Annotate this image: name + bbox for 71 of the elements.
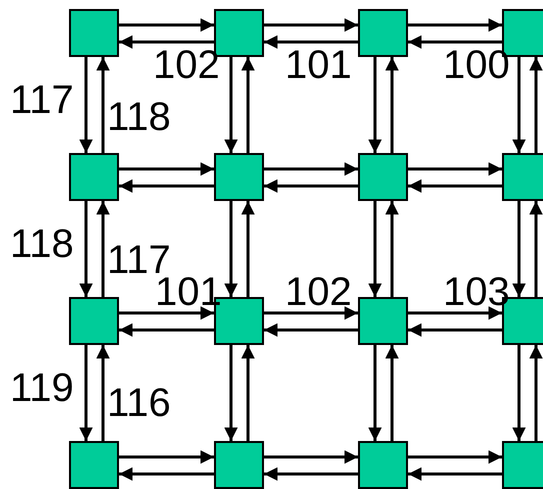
node-square	[214, 153, 264, 201]
node-square	[358, 9, 408, 57]
arrow	[96, 57, 110, 153]
arrow	[368, 57, 382, 153]
node-square	[502, 441, 543, 489]
arrow	[119, 179, 214, 193]
arrow	[512, 345, 526, 441]
node-square	[502, 153, 543, 201]
node-square	[358, 441, 408, 489]
arrow	[264, 18, 358, 32]
link-number: 103	[443, 272, 510, 312]
arrow	[512, 57, 526, 153]
arrow	[79, 57, 93, 153]
arrow	[368, 201, 382, 297]
arrow	[264, 179, 358, 193]
arrow	[119, 306, 214, 320]
arrow	[96, 201, 110, 297]
link-number: 102	[153, 45, 220, 85]
arrow	[241, 201, 255, 297]
node-square	[69, 297, 119, 345]
arrow	[119, 162, 214, 176]
node-square	[214, 441, 264, 489]
arrow	[264, 323, 358, 337]
node-square	[69, 153, 119, 201]
arrow	[264, 306, 358, 320]
arrow	[224, 57, 238, 153]
arrow	[119, 18, 214, 32]
arrow	[241, 345, 255, 441]
arrow	[529, 201, 543, 297]
arrow	[512, 201, 526, 297]
arrow	[408, 306, 502, 320]
arrow	[529, 345, 543, 441]
arrow	[408, 162, 502, 176]
node-square	[69, 441, 119, 489]
arrow	[264, 35, 358, 49]
arrow	[408, 35, 502, 49]
link-number: 101	[285, 45, 352, 85]
link-number: 119	[10, 368, 74, 408]
arrow	[119, 35, 214, 49]
arrow	[385, 345, 399, 441]
link-number: 117	[10, 80, 74, 120]
arrow	[264, 162, 358, 176]
arrow	[241, 57, 255, 153]
arrow	[408, 179, 502, 193]
node-square	[69, 9, 119, 57]
node-square	[358, 297, 408, 345]
arrow	[408, 450, 502, 464]
arrow	[119, 467, 214, 481]
arrow	[79, 345, 93, 441]
arrow	[368, 345, 382, 441]
arrow	[264, 467, 358, 481]
arrow	[224, 201, 238, 297]
arrow	[224, 345, 238, 441]
arrow	[79, 201, 93, 297]
arrow	[96, 345, 110, 441]
link-number: 102	[285, 272, 352, 312]
link-number: 118	[10, 224, 74, 264]
arrow	[264, 450, 358, 464]
arrow	[119, 450, 214, 464]
arrow	[408, 323, 502, 337]
arrow	[408, 467, 502, 481]
link-number: 100	[443, 45, 510, 85]
arrow	[529, 57, 543, 153]
arrow	[385, 57, 399, 153]
link-number: 101	[155, 272, 222, 312]
link-number: 118	[107, 97, 171, 137]
link-number: 116	[107, 383, 171, 423]
arrow	[119, 323, 214, 337]
node-square	[358, 153, 408, 201]
arrow	[408, 18, 502, 32]
arrow	[385, 201, 399, 297]
